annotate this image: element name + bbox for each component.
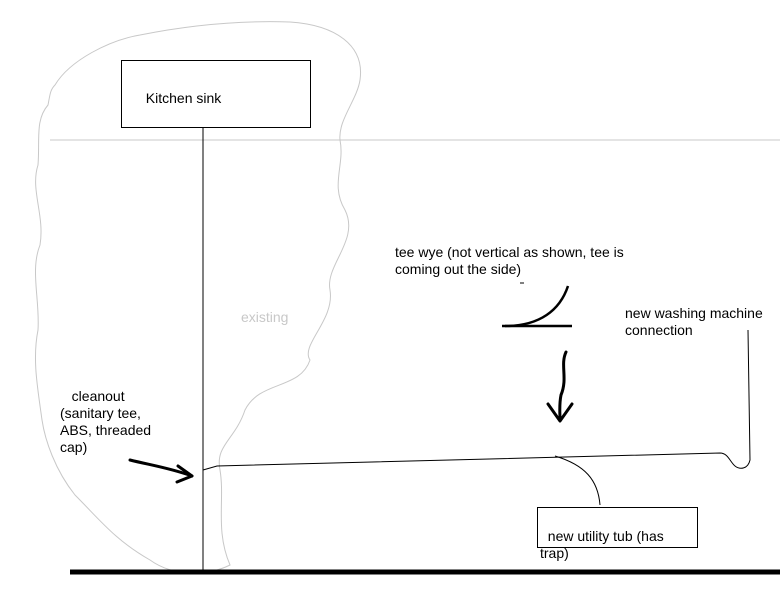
washing-machine-label: new washing machine connection (625, 305, 763, 338)
kitchen-sink-label: Kitchen sink (145, 90, 222, 106)
kitchen-sink-box: Kitchen sink (121, 60, 311, 128)
tee-wye-label: tee wye (not vertical as shown, tee is c… (395, 244, 624, 277)
utility-tub-label: new utility tub (has trap) (540, 528, 664, 561)
utility-tub-pointer (554, 455, 601, 506)
tee-wye-symbol (502, 282, 572, 328)
existing-label: existing (241, 309, 289, 325)
cleanout-arrow-icon (128, 458, 194, 484)
cleanout-label: cleanout (sanitary tee, ABS, threaded ca… (60, 388, 152, 455)
utility-tub-box: new utility tub (has trap) (537, 507, 698, 561)
down-arrow-icon (546, 350, 574, 423)
new-drain-line (202, 329, 751, 471)
existing-region-outline (34, 21, 362, 574)
